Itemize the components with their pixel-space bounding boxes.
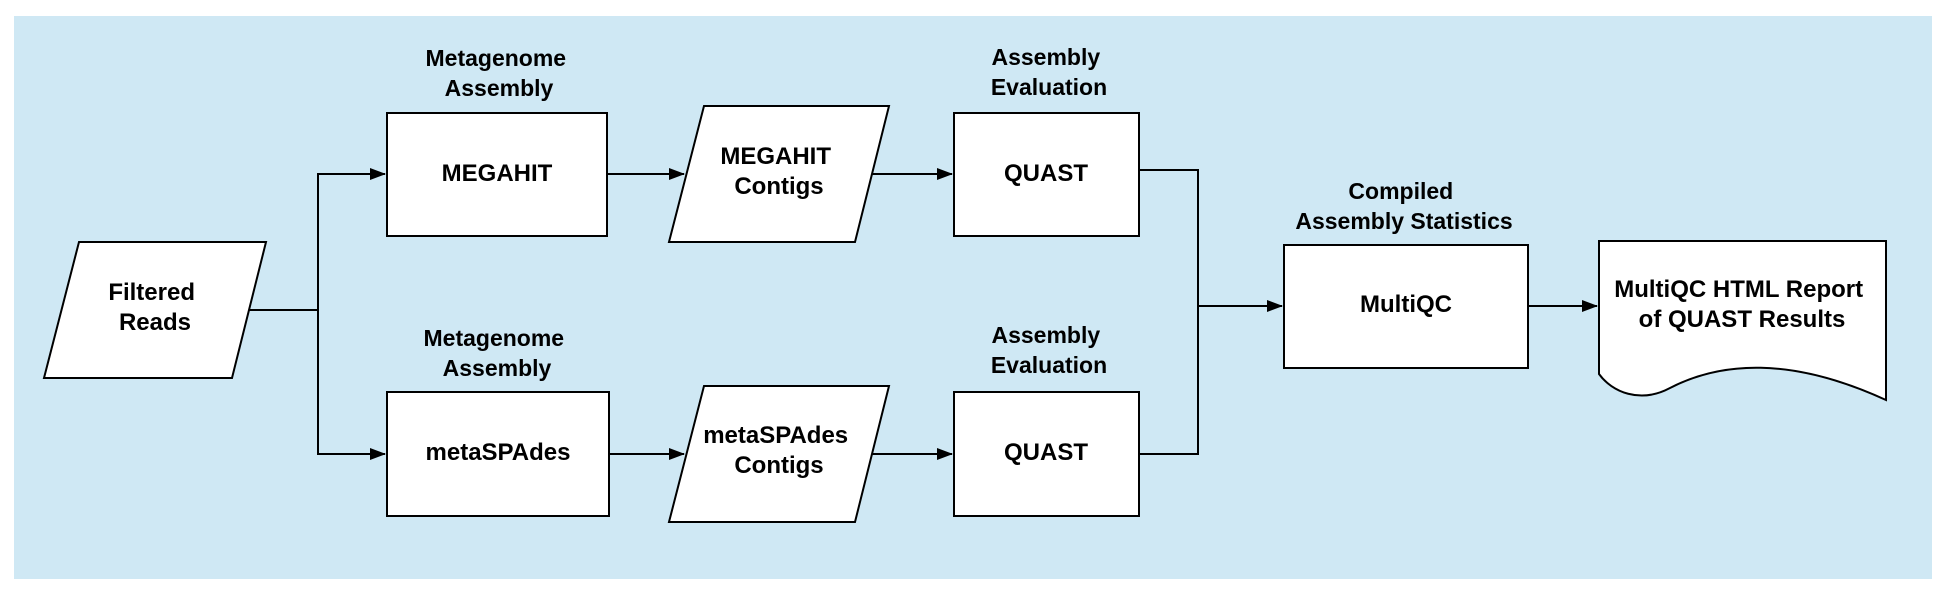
- quast-top-label: QUAST: [1004, 160, 1088, 187]
- filtered-reads-label-line-2: Reads: [119, 309, 191, 336]
- stage-labels: Metagenome Assembly Assembly Evaluation …: [424, 44, 1513, 381]
- filtered-reads-label-line-1: Filtered: [108, 279, 195, 306]
- megahit-label-line-1: MEGAHIT: [442, 160, 553, 187]
- shapes: [42, 105, 1887, 523]
- multiqc-label-line-1: MultiQC: [1360, 291, 1452, 318]
- multiqc-label: MultiQC: [1360, 291, 1452, 318]
- connector-to-metaspades: [317, 310, 386, 460]
- filtered-reads-label: Filtered Reads: [108, 279, 201, 336]
- megahit-contigs-node: [667, 105, 891, 243]
- assembly-top-caption: Metagenome Assembly: [426, 45, 573, 101]
- metaspades-label: metaSPAdes: [426, 439, 571, 466]
- metaspades-node: [386, 391, 610, 517]
- evaluation-top-caption-line-2: Evaluation: [991, 74, 1107, 100]
- report-label: MultiQC HTML Report of QUAST Results: [1614, 276, 1870, 333]
- connector-quast-top-to-merge: [1139, 169, 1199, 306]
- multiqc-node: [1283, 244, 1529, 369]
- compiled-caption-line-2: Assembly Statistics: [1295, 208, 1512, 234]
- metaspades-contigs-label-line-2: Contigs: [734, 452, 823, 479]
- evaluation-top-caption-line-1: Assembly: [991, 44, 1100, 70]
- connectors: [248, 168, 1598, 460]
- assembly-bottom-caption: Metagenome Assembly: [424, 325, 571, 381]
- evaluation-bottom-caption-line-1: Assembly: [991, 322, 1100, 348]
- assembly-top-caption-line-1: Metagenome: [426, 45, 567, 71]
- evaluation-bottom-caption: Assembly Evaluation: [991, 322, 1107, 378]
- quast-top-label-line-1: QUAST: [1004, 160, 1088, 187]
- quast-top-node: [953, 112, 1140, 237]
- report-label-line-2: of QUAST Results: [1639, 306, 1846, 333]
- report-document-node: [1598, 240, 1887, 402]
- evaluation-bottom-caption-line-2: Evaluation: [991, 352, 1107, 378]
- assembly-top-caption-line-2: Assembly: [445, 75, 554, 101]
- quast-bottom-node: [953, 391, 1140, 517]
- metaspades-contigs-node: [667, 385, 891, 523]
- megahit-contigs-label-line-1: MEGAHIT: [720, 143, 831, 170]
- megahit-contigs-label-line-2: Contigs: [734, 173, 823, 200]
- metaspades-label-line-1: metaSPAdes: [426, 439, 571, 466]
- metaspades-contigs-label-line-1: metaSPAdes: [703, 422, 848, 449]
- assembly-bottom-caption-line-2: Assembly: [443, 355, 552, 381]
- connector-to-megahit: [317, 168, 386, 310]
- node-texts: Filtered Reads MEGAHIT MEGAHIT Contigs Q…: [108, 143, 1870, 479]
- filtered-reads-node: [42, 241, 268, 379]
- connector-quast-bottom-to-merge: [1139, 306, 1199, 455]
- metaspades-contigs-label: metaSPAdes Contigs: [703, 422, 855, 479]
- quast-bottom-label-line-1: QUAST: [1004, 439, 1088, 466]
- assembly-bottom-caption-line-1: Metagenome: [424, 325, 565, 351]
- compiled-caption: Compiled Assembly Statistics: [1295, 178, 1512, 234]
- evaluation-top-caption: Assembly Evaluation: [991, 44, 1107, 100]
- megahit-node: [386, 112, 608, 237]
- megahit-label: MEGAHIT: [442, 160, 553, 187]
- report-label-line-1: MultiQC HTML Report: [1614, 276, 1863, 303]
- compiled-caption-line-1: Compiled: [1348, 178, 1453, 204]
- quast-bottom-label: QUAST: [1004, 439, 1088, 466]
- megahit-contigs-label: MEGAHIT Contigs: [720, 143, 837, 200]
